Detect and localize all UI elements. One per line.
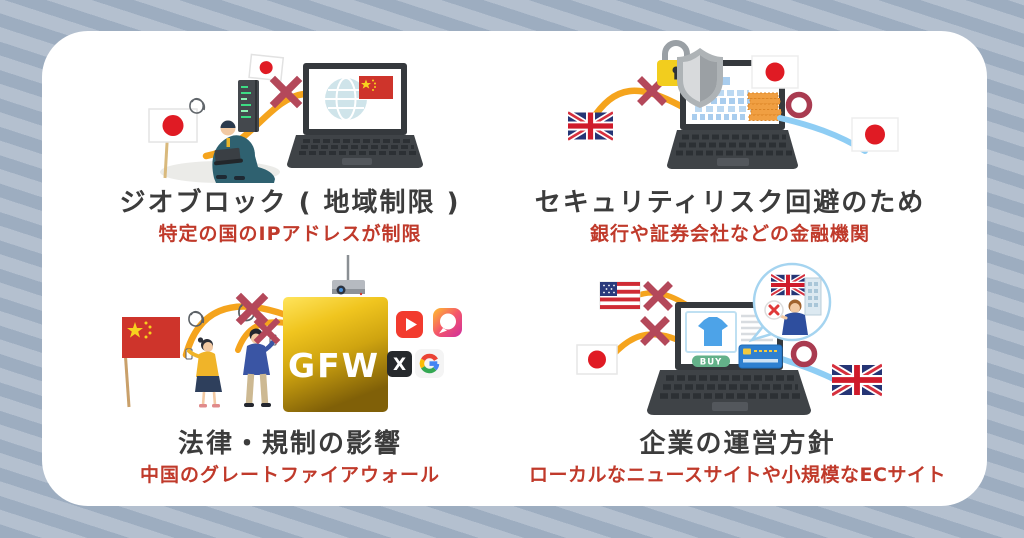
law-illustration: GFW X bbox=[122, 255, 462, 412]
buy-button-label: BUY bbox=[700, 358, 723, 368]
person-with-laptop bbox=[212, 120, 275, 183]
uk-flag-icon bbox=[832, 365, 882, 395]
section-subtitle-geo-block: 特定の国のIPアドレスが制限 bbox=[158, 223, 422, 245]
arrow-arc bbox=[182, 303, 290, 359]
globe-icon bbox=[325, 77, 367, 121]
youtube-icon bbox=[396, 311, 423, 338]
camera-icon bbox=[332, 255, 365, 296]
x-app-label: X bbox=[393, 355, 406, 375]
buy-button: BUY bbox=[692, 355, 730, 368]
ring-icon bbox=[785, 91, 813, 119]
shield-icon bbox=[677, 48, 723, 108]
section-title-company: 企業の運営方針 bbox=[639, 429, 836, 459]
google-icon bbox=[415, 349, 444, 378]
cross-icon bbox=[645, 321, 665, 341]
laptop-icon bbox=[287, 63, 423, 168]
x-app-icon: X bbox=[387, 351, 412, 377]
japan-flag-icon bbox=[576, 344, 618, 375]
japan-flag-icon bbox=[851, 117, 899, 152]
coins-icon bbox=[747, 92, 782, 121]
section-title-law: 法律・規制の影響 bbox=[177, 429, 402, 459]
laptop-icon: BUY bbox=[647, 302, 811, 415]
section-subtitle-law: 中国のグレートファイアウォール bbox=[139, 464, 440, 486]
arrow-arc bbox=[587, 87, 692, 125]
japan-flag-icon bbox=[248, 53, 285, 82]
person-man-icon bbox=[243, 328, 277, 407]
server-icon bbox=[238, 80, 259, 132]
section-title-security: セキュリティリスク回避のため bbox=[534, 188, 926, 218]
china-flag-icon bbox=[122, 317, 180, 408]
person-woman-icon bbox=[185, 337, 222, 408]
section-title-geo-block: ジオブロック ( 地域制限 ) bbox=[119, 188, 461, 218]
tshirt-product bbox=[685, 311, 737, 353]
security-illustration bbox=[555, 40, 899, 169]
japan-flag-icon bbox=[148, 108, 198, 179]
person-with-no-sign bbox=[764, 299, 808, 335]
gfw-wall-label: GFW bbox=[288, 346, 380, 385]
gfw-wall: GFW bbox=[283, 297, 388, 412]
geo-block-illustration bbox=[148, 53, 423, 183]
content-card bbox=[42, 31, 987, 506]
japan-flag-icon bbox=[751, 55, 799, 89]
china-flag-icon bbox=[359, 76, 393, 99]
ring-icon bbox=[790, 340, 818, 368]
section-subtitle-company: ローカルなニュースサイトや小規模なECサイト bbox=[529, 464, 946, 486]
section-subtitle-security: 銀行や証券会社などの金融機関 bbox=[589, 223, 870, 245]
credit-card-icon bbox=[738, 344, 783, 369]
squiggle-icon bbox=[188, 310, 205, 327]
company-illustration: BUY bbox=[576, 262, 913, 415]
chat-app-icon bbox=[433, 308, 462, 337]
uk-flag-icon bbox=[568, 113, 613, 140]
uk-flag-icon bbox=[771, 275, 805, 295]
squiggle-icon bbox=[189, 97, 206, 114]
building-icon bbox=[804, 277, 822, 316]
speech-bubble bbox=[748, 262, 832, 343]
us-flag-icon bbox=[599, 281, 641, 310]
